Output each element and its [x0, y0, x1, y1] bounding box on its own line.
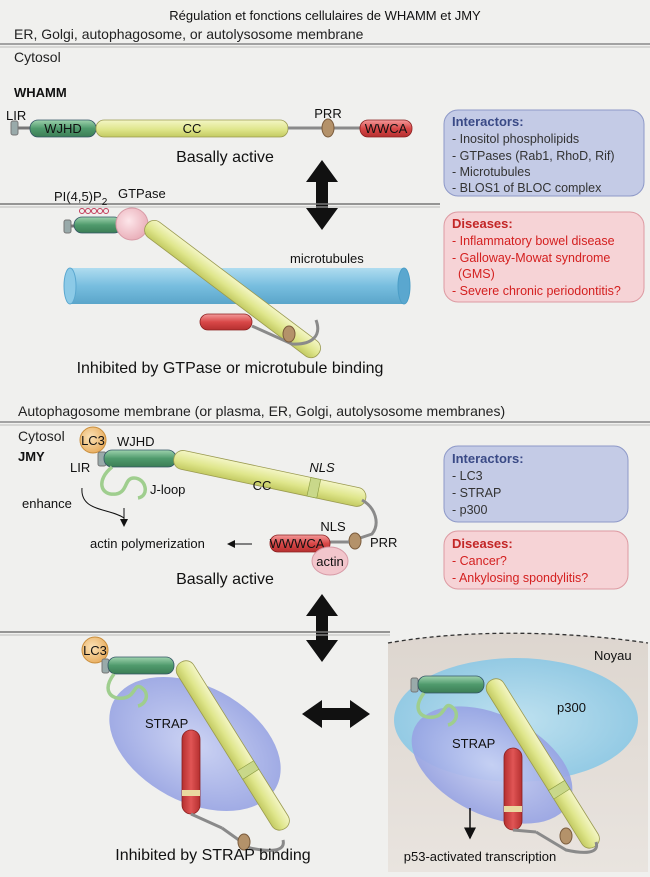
whamm-diseases-box: Diseases: - Inflammatory bowel disease -… — [443, 211, 645, 303]
p300-label: p300 — [557, 700, 586, 715]
actin-protein — [311, 546, 349, 576]
actin-polymerization-label: actin polymerization — [90, 536, 205, 551]
lc3-bound-label: LC3 — [83, 643, 107, 658]
jmy-interactors-title: Interactors: — [452, 451, 524, 466]
whamm-active-state: Basally active — [176, 149, 274, 166]
jmy-nls1-label: NLS — [309, 460, 335, 475]
jmy-inhibited-state: Inhibited by STRAP binding — [115, 847, 310, 864]
whamm-interactor-item: - BLOS1 of BLOC complex — [452, 181, 602, 195]
whamm-transition-arrow — [306, 160, 338, 230]
pip2-label: PI(4,5)P2 — [54, 189, 108, 208]
whamm-interactor-item: - GTPases (Rab1, RhoD, Rif) — [452, 149, 615, 163]
jloop-label: J-loop — [150, 482, 185, 497]
actin-label: actin — [316, 554, 343, 569]
whamm-lir-block — [10, 120, 19, 136]
whamm-disease-item: (GMS) — [458, 267, 495, 281]
whamm-interactor-item: - Inositol phospholipids — [452, 132, 579, 146]
jmy-interactors-box: Interactors: - LC3 - STRAP - p300 — [443, 445, 629, 523]
whamm-interactors-box: Interactors: - Inositol phospholipids - … — [443, 109, 645, 197]
jloop — [100, 465, 147, 500]
jmy-wjhd-bound — [107, 656, 175, 675]
jmy-active-protein: LC3 WJHD LIR J-loop CC NLS PRR NLS WWWCA… — [70, 426, 397, 576]
whamm-disease-item: - Inflammatory bowel disease — [452, 234, 615, 248]
lc3-protein-bound — [81, 636, 109, 664]
whamm-prr-domain — [321, 118, 335, 138]
jmy-nuclear-complex: p300 STRAP — [394, 658, 638, 854]
whamm-wjhd-domain-inhibited — [73, 216, 123, 234]
whamm-cytosol-label: Cytosol — [14, 49, 61, 65]
jmy-interactor-item: - STRAP — [452, 486, 501, 500]
jmy-interactor-item: - p300 — [452, 503, 487, 517]
whamm-diseases-title: Diseases: — [452, 216, 513, 231]
jmy-wwwca-label: WWWCA — [270, 536, 325, 551]
whamm-lir-label: LIR — [6, 108, 26, 123]
jmy-cc-domain — [173, 450, 367, 507]
jmy-nls2-label: NLS — [320, 519, 346, 534]
jmy-prr-domain — [348, 532, 362, 550]
jmy-diseases-title: Diseases: — [452, 536, 513, 551]
jmy-wwwca-bound — [181, 729, 201, 815]
jmy-active-state: Basally active — [176, 571, 274, 588]
jmy-membrane-label: Autophagosome membrane (or plasma, ER, G… — [18, 403, 505, 419]
gtpase-protein — [115, 207, 149, 241]
jmy-transition-arrow — [306, 594, 338, 662]
whamm-disease-item: - Severe chronic periodontitis? — [452, 284, 621, 298]
whamm-wwca-domain-inhibited — [199, 313, 253, 331]
microtubules-label: microtubules — [290, 251, 364, 266]
jmy-protein-name: JMY — [18, 449, 45, 464]
whamm-disease-item: - Galloway-Mowat syndrome — [452, 251, 610, 265]
transcription-label: p53-activated transcription — [404, 849, 556, 864]
jmy-wjhd-domain — [103, 449, 177, 468]
jmy-wwwca-domain — [269, 534, 331, 553]
whamm-protein-name: WHAMM — [14, 85, 67, 100]
jmy-disease-item: - Cancer? — [452, 554, 507, 568]
strap-label: STRAP — [145, 716, 188, 731]
whamm-interactor-item: - Microtubules — [452, 165, 531, 179]
jmy-nuclear-transition-arrow — [302, 700, 370, 728]
jmy-lir-label: LIR — [70, 460, 90, 475]
lc3-label: LC3 — [81, 433, 105, 448]
jmy-cc-label: CC — [253, 478, 272, 493]
jmy-wjhd-label: WJHD — [117, 434, 155, 449]
whamm-cc-domain-inhibited — [144, 219, 321, 359]
whamm-prr-label: PRR — [314, 106, 341, 121]
whamm-cc-label: CC — [183, 121, 202, 136]
jmy-cytosol-label: Cytosol — [18, 428, 65, 444]
jmy-strap-complex: STRAP LC3 — [81, 636, 290, 852]
enhance-arrow — [81, 487, 125, 519]
strap-nuclear-label: STRAP — [452, 736, 495, 751]
whamm-interactors-title: Interactors: — [452, 114, 524, 129]
whamm-wjhd-label: WJHD — [44, 121, 82, 136]
whamm-prr-domain-inhibited — [282, 325, 296, 343]
jmy-diseases-box: Diseases: - Cancer? - Ankylosing spondyl… — [443, 530, 629, 590]
pip2-lipid-heads — [79, 208, 109, 214]
jmy-interactor-item: - LC3 — [452, 469, 483, 483]
enhance-label: enhance — [22, 496, 72, 511]
jmy-nls-marker — [306, 477, 322, 499]
whamm-inhibited-protein: microtubules — [63, 207, 411, 359]
whamm-inhibited-state: Inhibited by GTPase or microtubule bindi… — [77, 360, 384, 377]
noyau-label: Noyau — [594, 648, 632, 663]
jmy-disease-item: - Ankylosing spondylitis? — [452, 571, 588, 585]
gtpase-label: GTPase — [118, 186, 166, 201]
whamm-wwca-domain — [359, 119, 413, 138]
jmy-cc-bound — [175, 660, 290, 831]
whamm-wwca-label: WWCA — [365, 121, 408, 136]
page-title: Régulation et fonctions cellulaires de W… — [169, 8, 481, 23]
jmy-prr-label: PRR — [370, 535, 397, 550]
whamm-domain-bar: LIR WJHD CC PRR WWCA — [6, 106, 413, 138]
whamm-membrane-label: ER, Golgi, autophagosome, or autolysosom… — [14, 26, 364, 42]
lc3-protein — [79, 426, 107, 454]
